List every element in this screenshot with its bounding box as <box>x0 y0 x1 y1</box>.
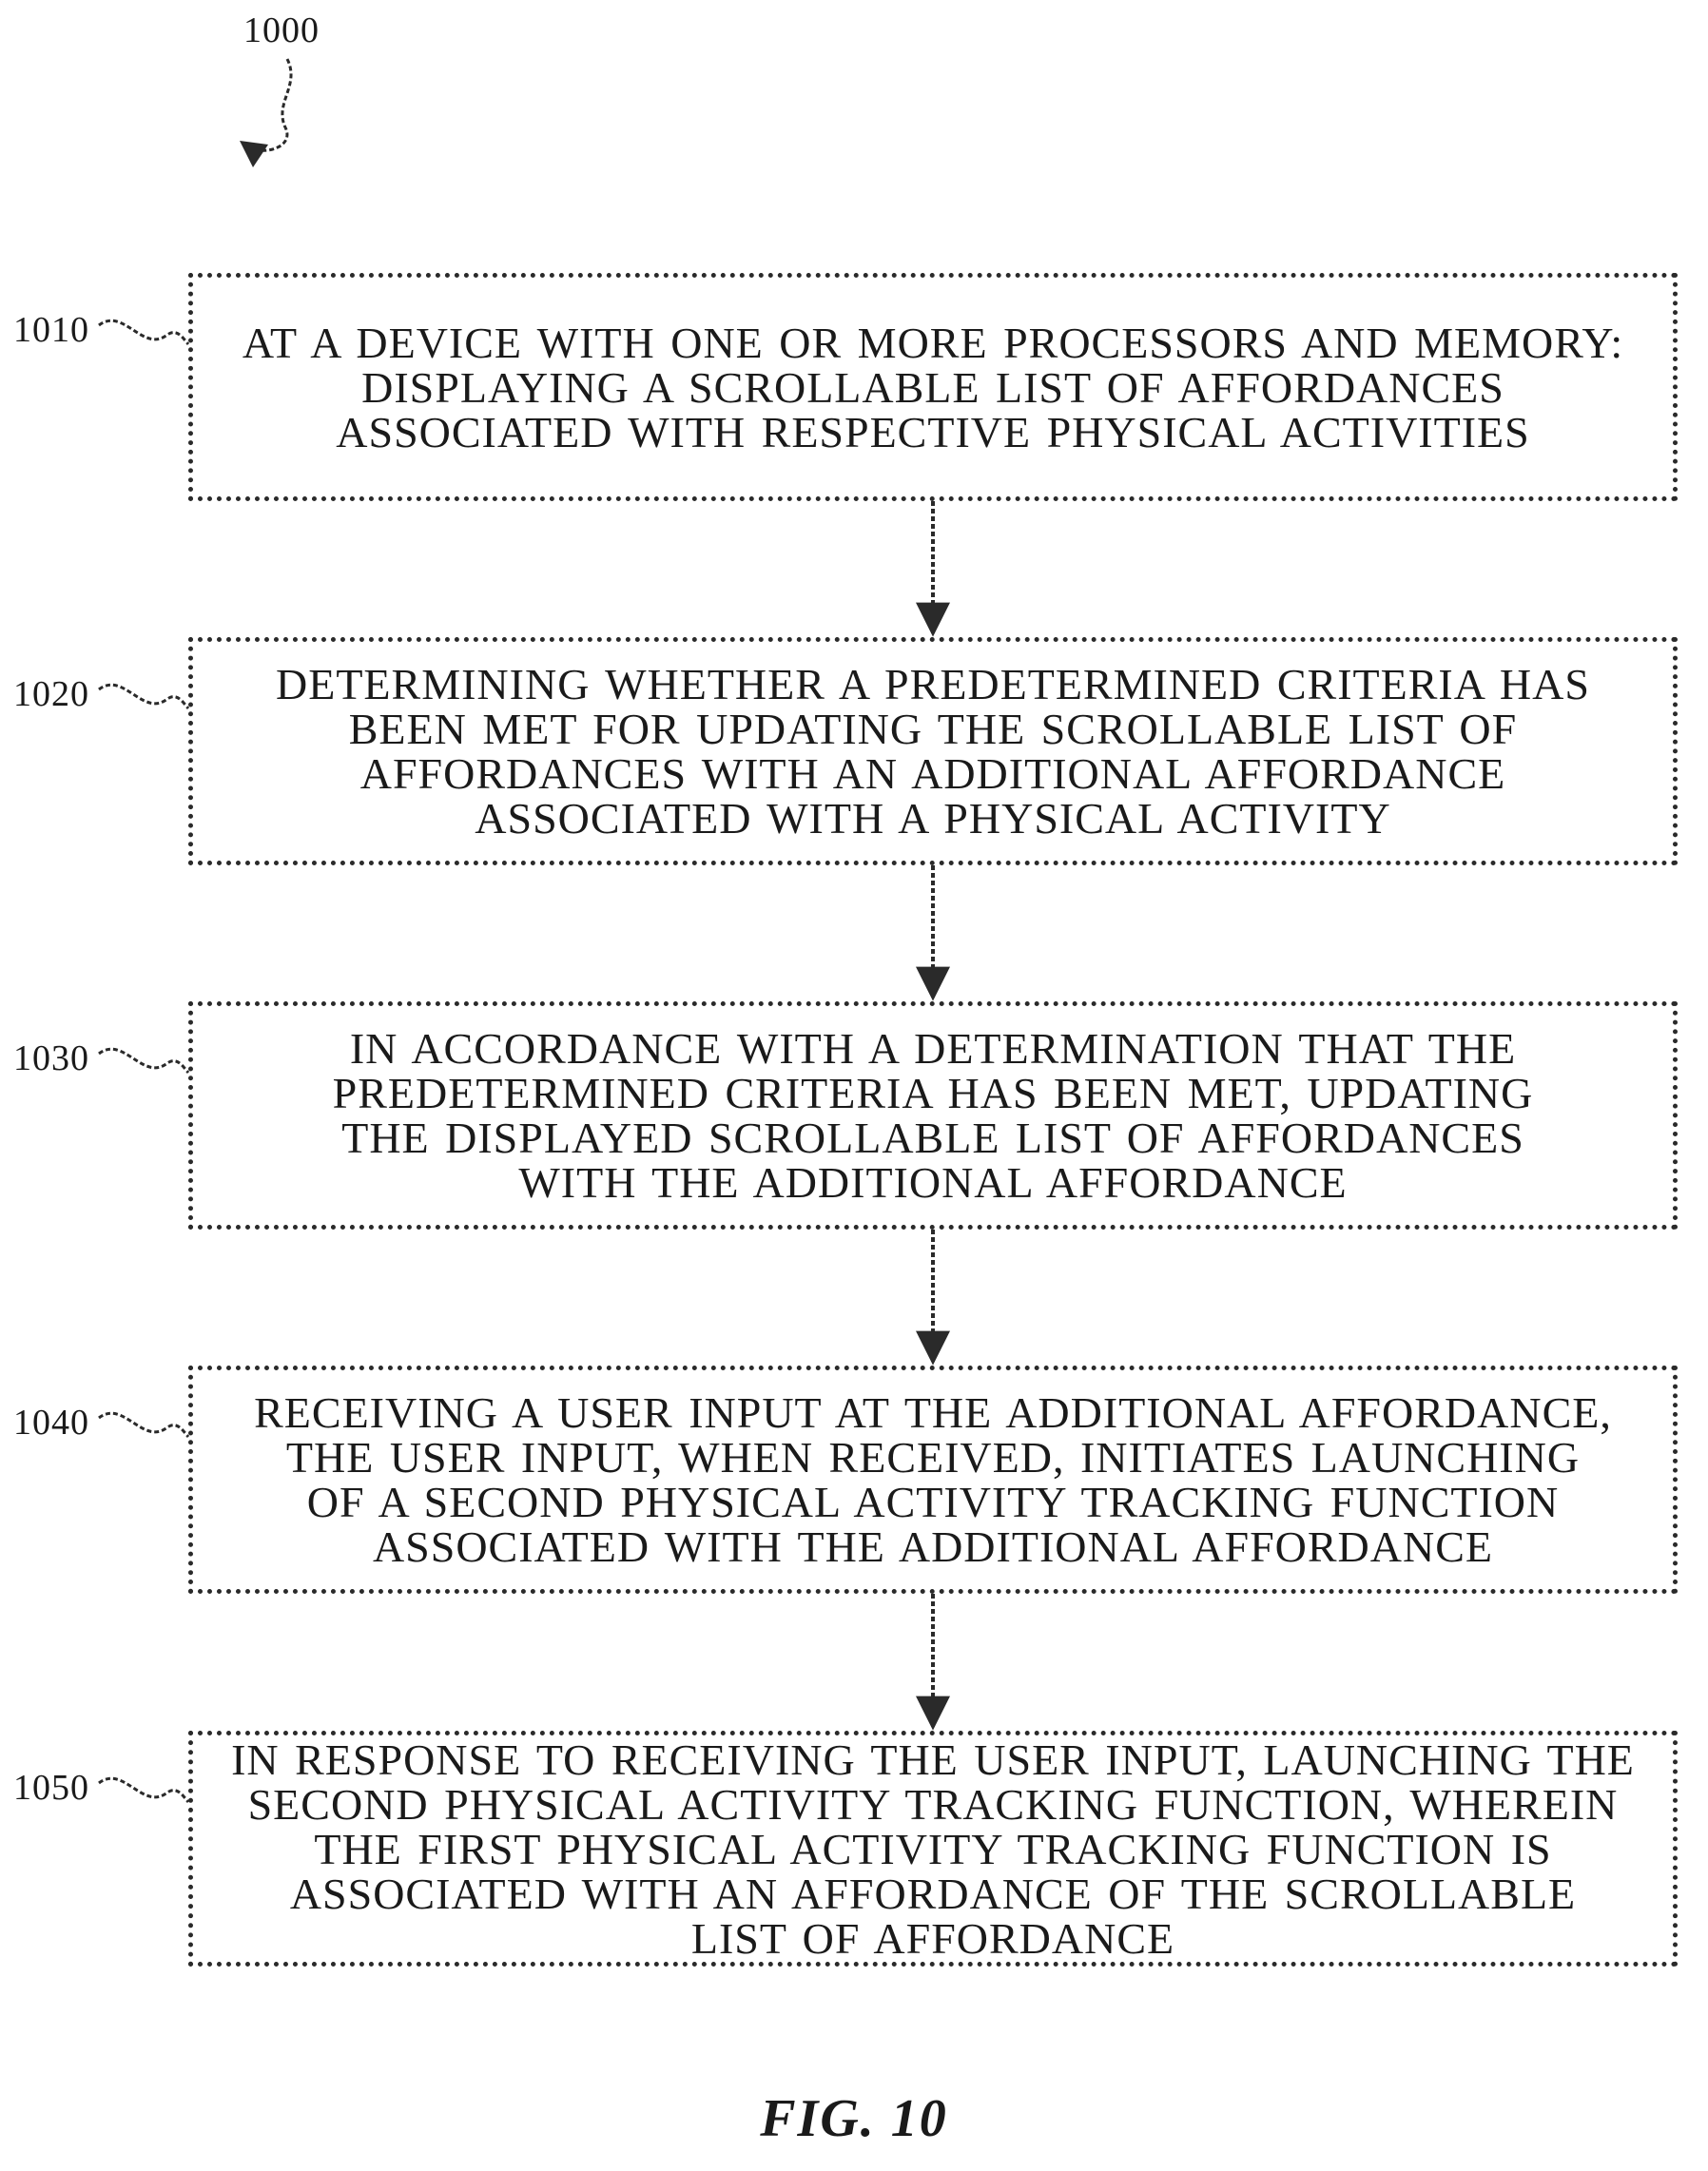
step-label-1020: 1020 <box>13 676 89 712</box>
figure-pointer-arrow <box>259 59 291 150</box>
step-box-1010: AT A DEVICE WITH ONE OR MORE PROCESSORS … <box>188 273 1678 501</box>
step-text-1010: AT A DEVICE WITH ONE OR MORE PROCESSORS … <box>243 320 1623 455</box>
leader-line-1040 <box>99 1413 188 1437</box>
step-box-1030: IN ACCORDANCE WITH A DETERMINATION THAT … <box>188 1001 1678 1230</box>
step-box-1020: DETERMINING WHETHER A PREDETERMINED CRIT… <box>188 637 1678 865</box>
step-label-1040: 1040 <box>13 1405 89 1441</box>
step-label-1030: 1030 <box>13 1040 89 1076</box>
step-label-1050: 1050 <box>13 1770 89 1806</box>
leader-line-1010 <box>99 320 188 344</box>
step-box-1050: IN RESPONSE TO RECEIVING THE USER INPUT,… <box>188 1731 1678 1967</box>
leader-line-1020 <box>99 685 188 708</box>
step-box-1040: RECEIVING A USER INPUT AT THE ADDITIONAL… <box>188 1366 1678 1594</box>
figure-pointer-arrowhead <box>240 141 268 167</box>
step-text-1050: IN RESPONSE TO RECEIVING THE USER INPUT,… <box>231 1737 1635 1961</box>
leader-line-1050 <box>99 1778 188 1802</box>
step-text-1040: RECEIVING A USER INPUT AT THE ADDITIONAL… <box>254 1390 1612 1569</box>
step-label-1010: 1010 <box>13 312 89 348</box>
figure-reference-number: 1000 <box>243 10 320 51</box>
step-text-1020: DETERMINING WHETHER A PREDETERMINED CRIT… <box>276 662 1590 841</box>
leader-line-1030 <box>99 1049 188 1073</box>
step-text-1030: IN ACCORDANCE WITH A DETERMINATION THAT … <box>333 1026 1534 1205</box>
figure-caption: FIG. 10 <box>0 2088 1708 2149</box>
